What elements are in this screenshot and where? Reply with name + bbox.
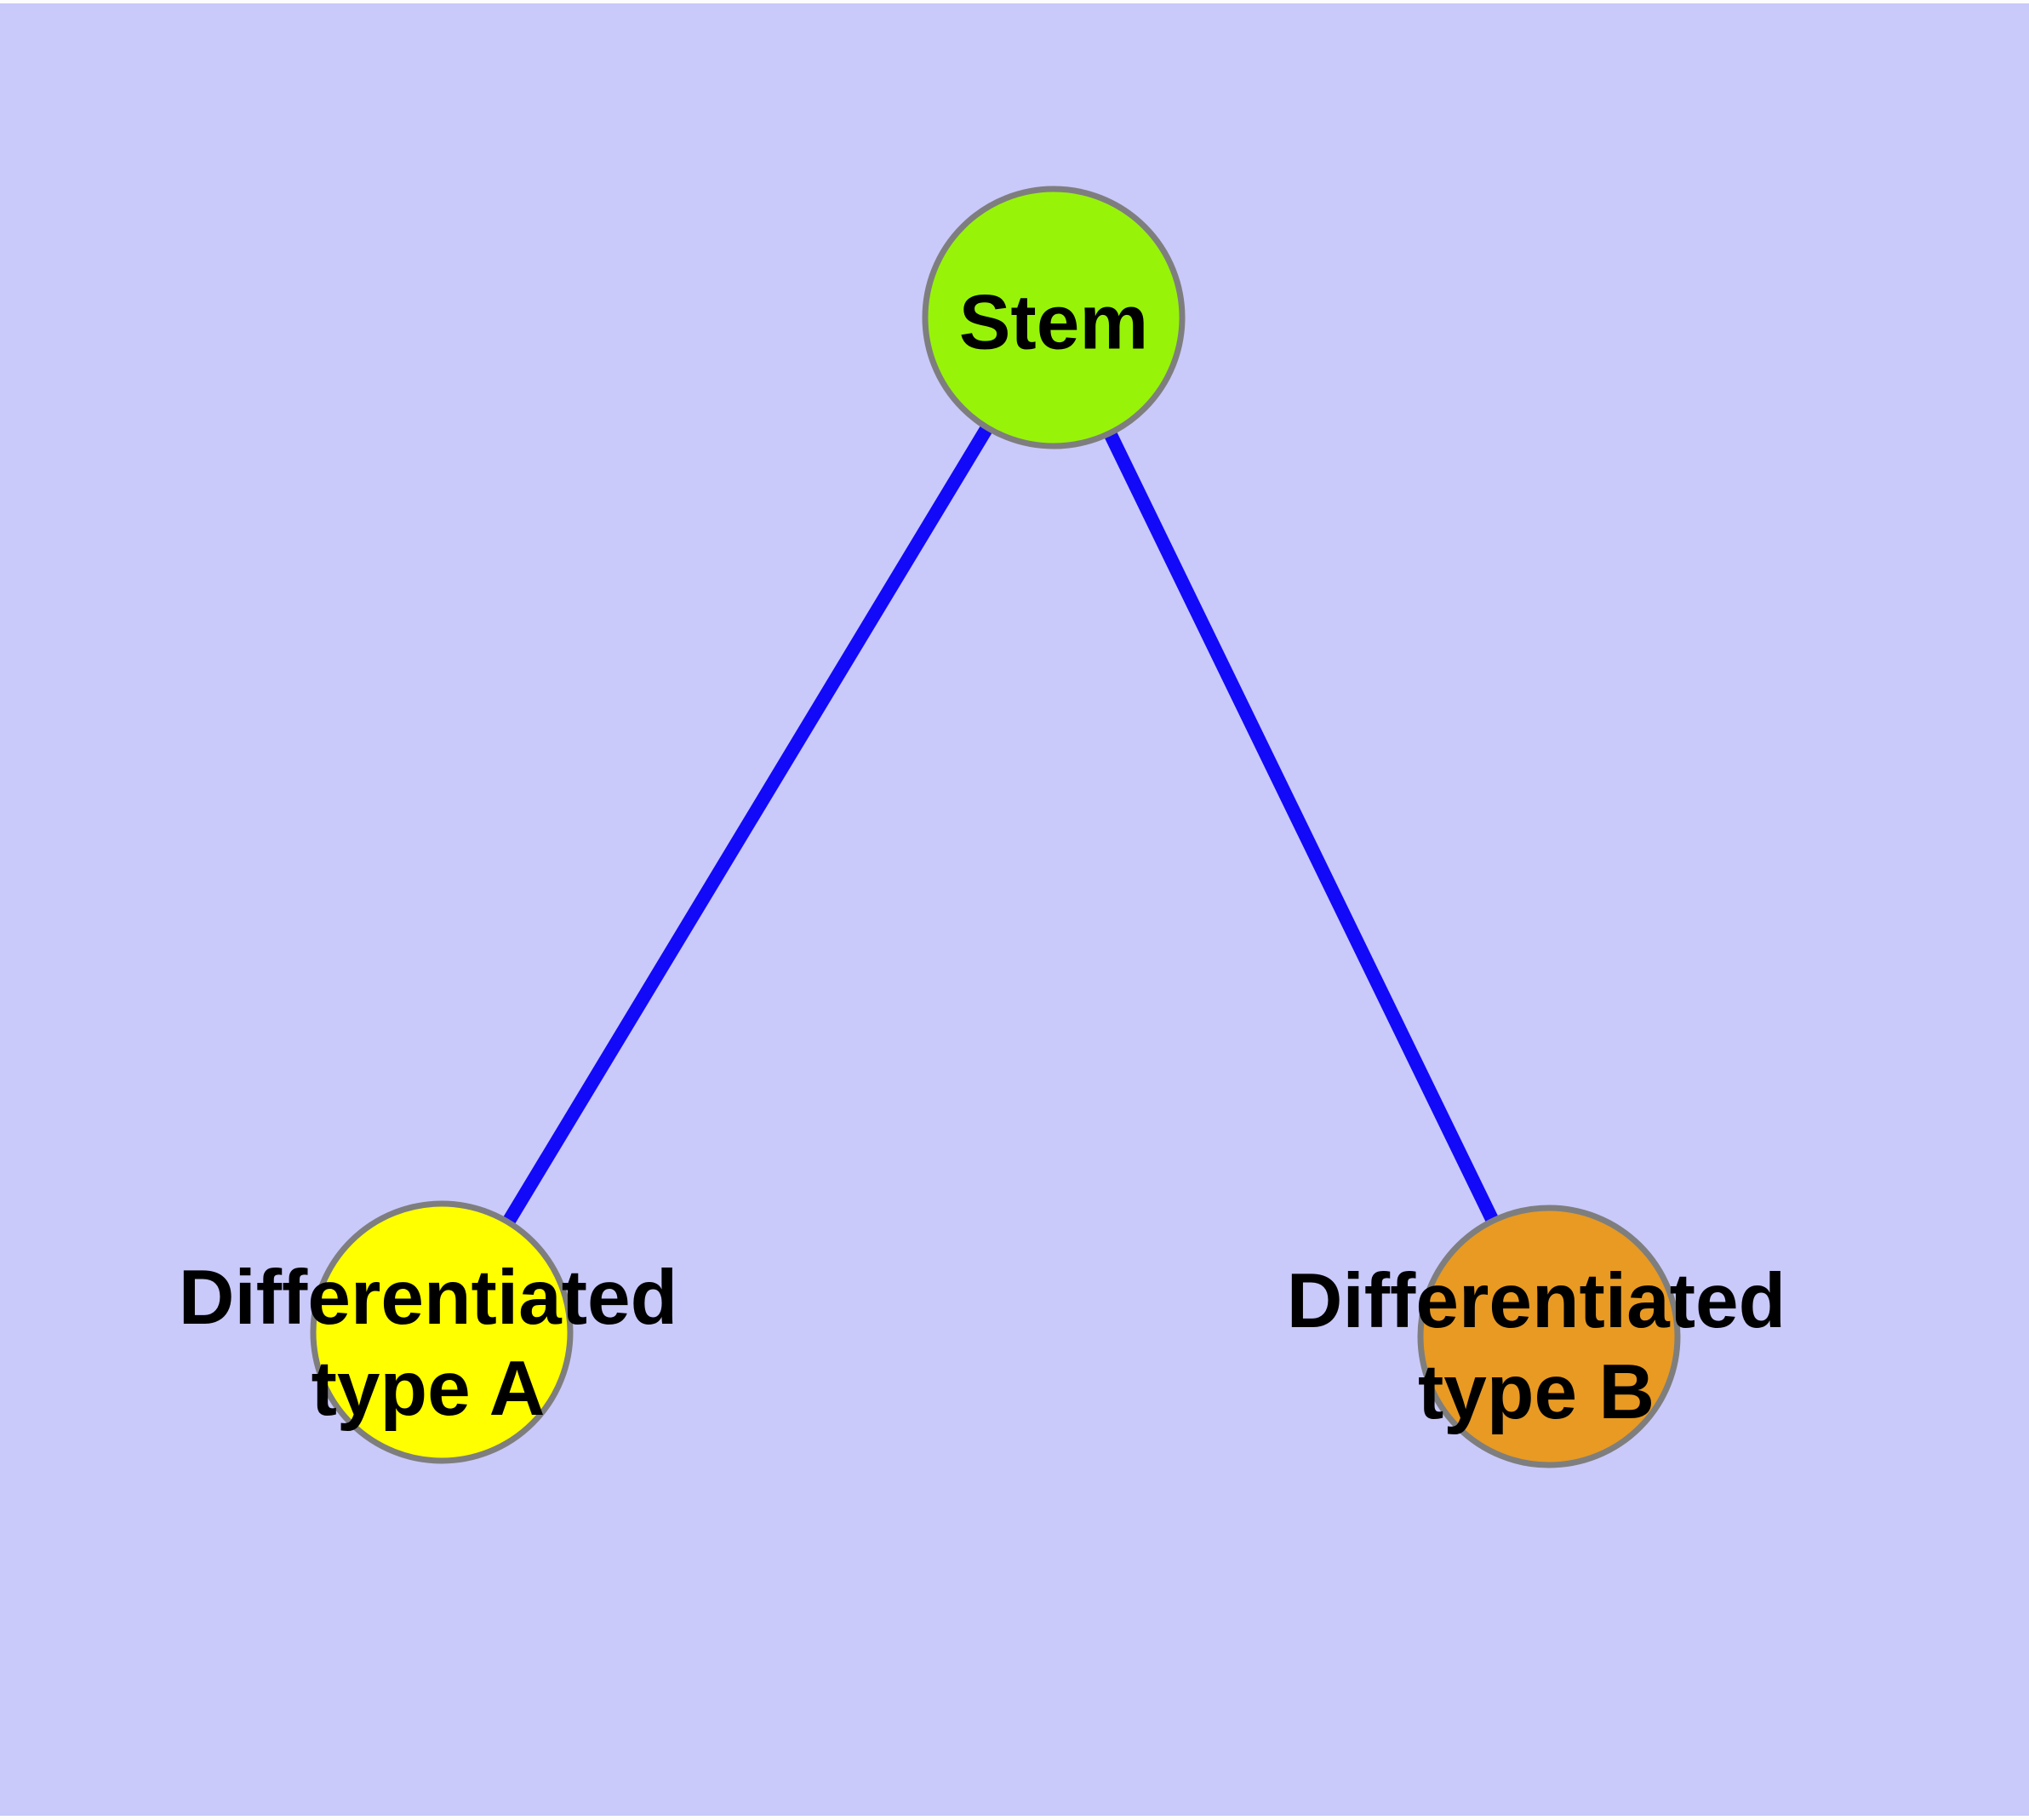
node-stem-label: Stem <box>958 279 1149 366</box>
node-type-a-circle <box>310 1200 574 1464</box>
node-type-b-circle <box>1417 1205 1681 1468</box>
node-type-a-label: Differentiated type A <box>178 1255 678 1432</box>
edge-stem-to-type-a <box>436 313 1060 1336</box>
screenshot-edge-top <box>0 0 2029 3</box>
node-type-b-label: Differentiated type B <box>1286 1258 1786 1435</box>
edge-stem-to-type-b <box>1047 314 1556 1340</box>
screenshot-edge-bottom <box>0 1816 2029 1820</box>
node-stem-circle <box>922 186 1186 449</box>
